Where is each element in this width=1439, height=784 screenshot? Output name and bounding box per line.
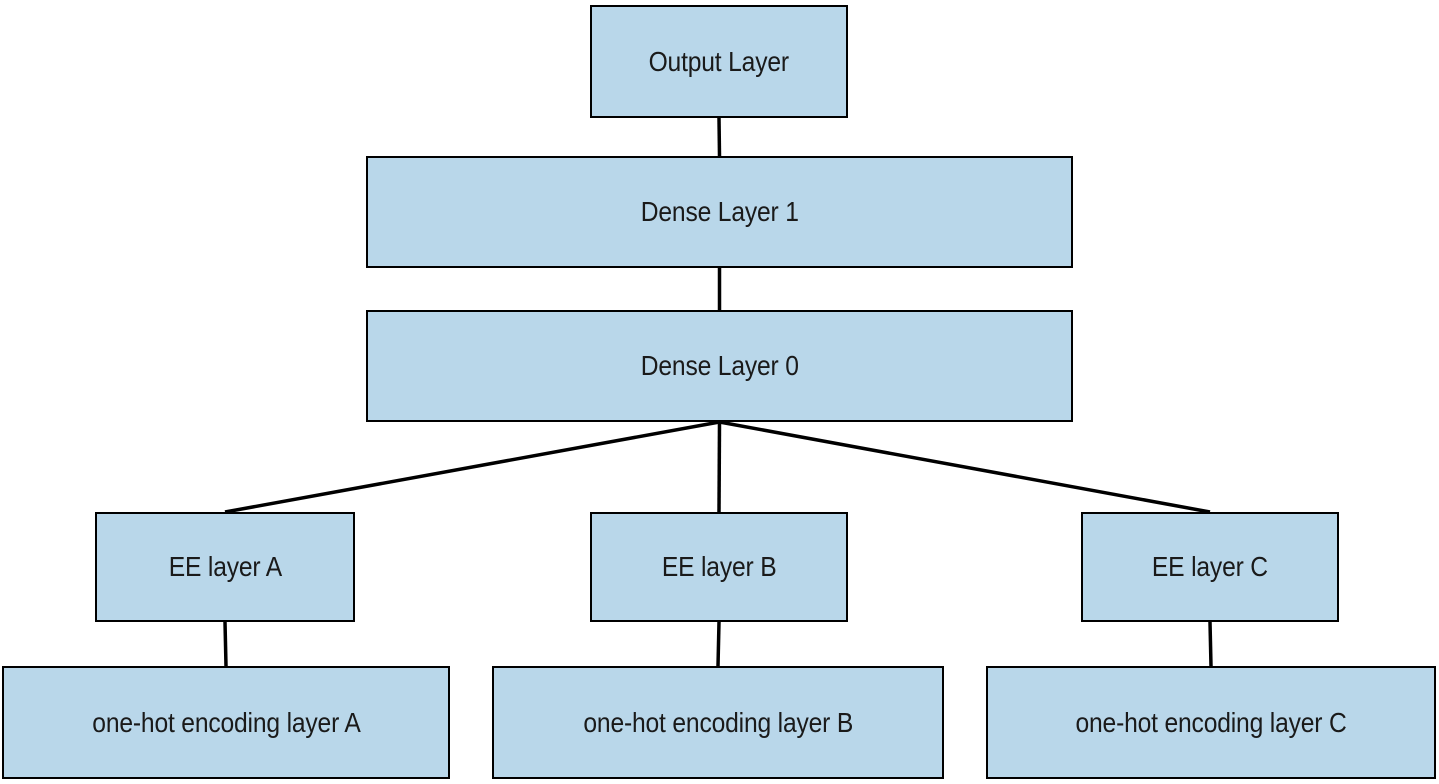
node-dense-layer-1-label: Dense Layer 1 [640,196,799,227]
node-dense-layer-0-label: Dense Layer 0 [640,350,799,381]
node-ee-layer-b: EE layer B [590,512,848,622]
node-dense-layer-1: Dense Layer 1 [366,156,1073,268]
node-onehot-layer-b: one-hot encoding layer B [492,666,944,779]
node-ee-layer-a-label: EE layer A [168,551,282,582]
node-ee-layer-c: EE layer C [1081,512,1339,622]
node-ee-layer-b-label: EE layer B [661,551,777,582]
node-onehot-layer-c-label: one-hot encoding layer C [1075,706,1347,738]
node-onehot-layer-a-label: one-hot encoding layer A [91,706,361,738]
node-dense-layer-0: Dense Layer 0 [366,310,1073,422]
node-ee-layer-c-label: EE layer C [1151,551,1268,582]
node-output-layer: Output Layer [590,5,848,118]
node-output-layer-label: Output Layer [648,45,790,77]
node-onehot-layer-b-label: one-hot encoding layer B [583,706,853,738]
node-ee-layer-a: EE layer A [95,512,355,622]
node-onehot-layer-c: one-hot encoding layer C [986,666,1436,779]
node-onehot-layer-a: one-hot encoding layer A [2,666,450,779]
